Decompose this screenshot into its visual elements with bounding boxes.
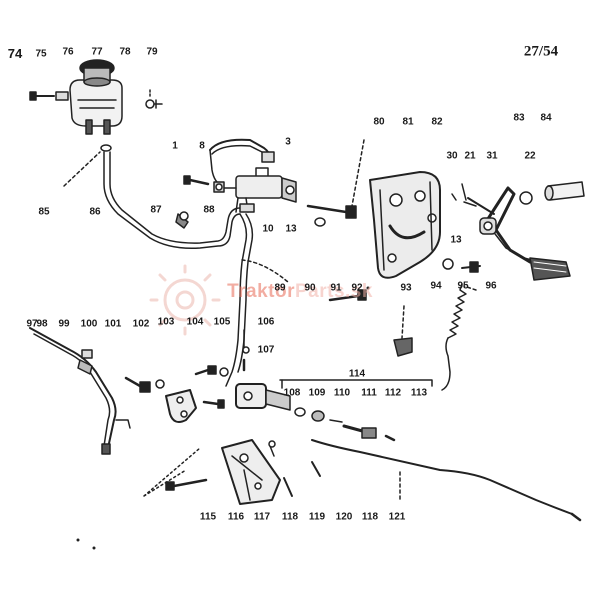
page-number: 27/54 [523,43,559,60]
callout-81: 81 [402,116,414,128]
callout-107: 107 [257,344,275,356]
callout-91: 91 [330,282,342,294]
callout-118-right: 118 [361,511,379,523]
callout-79: 79 [146,46,158,58]
reservoir-hose [63,144,241,250]
watermark-gear-icon [149,264,221,336]
callout-84: 84 [540,112,552,124]
callout-93: 93 [400,282,412,294]
pedal-bracket [369,171,441,279]
callout-108: 108 [283,387,301,399]
callout-118-left: 118 [281,511,299,523]
callout-10: 10 [262,223,274,235]
watermark-brand: Traktor [227,281,295,302]
callout-89: 89 [274,282,286,294]
callout-22: 22 [524,150,536,162]
callout-90: 90 [304,282,316,294]
callout-113: 113 [410,387,428,399]
callout-80: 80 [373,116,385,128]
callout-97: 97 [26,318,38,330]
callout-31: 31 [486,150,498,162]
mounting-bolts [306,139,367,302]
callout-78: 78 [119,46,131,58]
callout-114: 114 [348,368,366,380]
callout-106: 106 [257,316,275,328]
callout-3: 3 [285,136,291,148]
callout-119: 119 [308,511,326,523]
callout-104: 104 [186,316,204,328]
small-bracket [393,305,413,357]
callout-8: 8 [199,140,205,152]
callout-86: 86 [89,206,101,218]
callout-116: 116 [227,511,245,523]
callout-83: 83 [513,112,525,124]
scan-specks [76,286,370,550]
callout-120: 120 [335,511,353,523]
master-cylinder [175,138,297,229]
clutch-pedal [442,181,585,281]
callout-76: 76 [62,46,74,58]
callout-74: 74 [7,46,23,61]
callout-82: 82 [431,116,443,128]
callout-13-pedal: 13 [450,234,462,246]
callout-115: 115 [199,511,217,523]
return-spring [441,283,477,391]
callout-103: 103 [157,316,175,328]
callout-95: 95 [457,280,469,292]
callout-117: 117 [253,511,271,523]
callout-111: 111 [361,387,377,399]
callout-21: 21 [464,150,476,162]
callout-75: 75 [35,48,47,60]
callout-1: 1 [172,140,178,152]
callout-105: 105 [213,316,231,328]
callout-112: 112 [384,387,402,399]
callout-13-cylinder: 13 [285,223,297,235]
brake-pipe [225,213,289,387]
callout-98: 98 [36,318,48,330]
callout-85: 85 [38,206,50,218]
release-cable [311,439,582,522]
push-rod [279,379,433,442]
release-lever [29,327,131,455]
watermark: TraktorParts.sk [227,281,373,303]
fluid-reservoir [29,59,163,135]
lower-bracket [143,439,321,505]
callout-102: 102 [132,318,150,330]
callout-121: 121 [388,511,406,523]
callout-92: 92 [351,282,363,294]
callout-30: 30 [446,150,458,162]
slave-cylinder-bracket [81,349,229,423]
callout-88: 88 [203,204,215,216]
callout-96: 96 [485,280,497,292]
slave-cylinder [235,329,343,423]
callout-109: 109 [308,387,326,399]
callout-94: 94 [430,280,442,292]
callout-77: 77 [91,46,103,58]
callout-110: 110 [333,387,351,399]
callout-101: 101 [104,318,122,330]
watermark-rest: Parts.sk [294,281,373,302]
callout-100: 100 [80,318,98,330]
callout-99: 99 [58,318,70,330]
callout-87: 87 [150,204,162,216]
